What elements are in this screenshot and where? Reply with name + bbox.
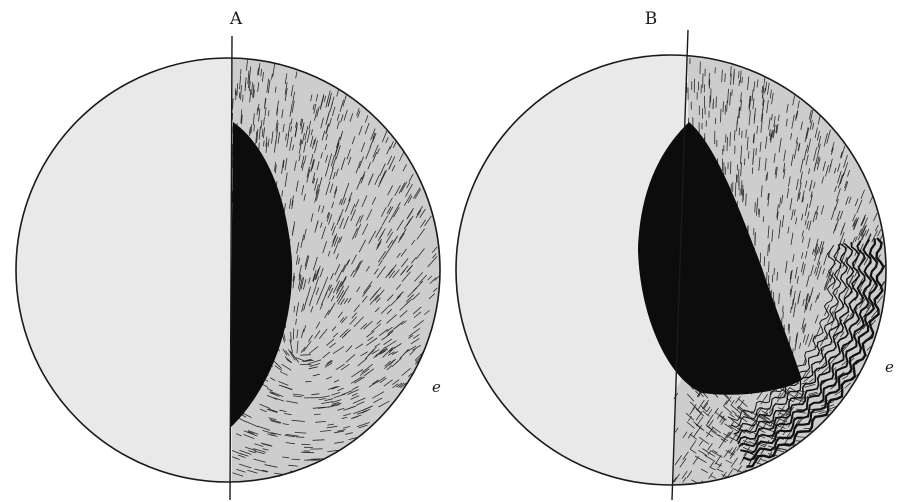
- panel-b-edge-label: e: [885, 358, 894, 376]
- hatch-stroke: [725, 105, 726, 114]
- hatch-stroke: [314, 414, 320, 415]
- hatch-stroke: [759, 210, 760, 218]
- hatch-stroke: [737, 117, 738, 125]
- hatch-stroke: [254, 125, 255, 131]
- hatch-stroke: [769, 262, 770, 272]
- hatch-stroke: [739, 81, 740, 86]
- hatch-stroke: [725, 74, 726, 82]
- panel-b-label: B: [645, 9, 658, 29]
- hatch-stroke: [730, 132, 731, 145]
- hatch-stroke: [249, 129, 250, 136]
- hatch-stroke: [755, 202, 756, 212]
- hatch-stroke: [788, 324, 789, 330]
- panel-a-edge-label: e: [432, 378, 441, 396]
- hatch-stroke: [727, 101, 728, 111]
- hatch-stroke: [301, 355, 311, 356]
- hatch-stroke: [746, 194, 747, 206]
- hatch-stroke: [291, 332, 292, 342]
- hatch-stroke: [742, 77, 743, 83]
- panel-a: A e: [16, 9, 462, 500]
- hatch-stroke: [236, 91, 237, 100]
- hatch-stroke: [727, 137, 728, 151]
- hatch-stroke: [723, 102, 724, 112]
- hatch-stroke: [313, 440, 324, 441]
- hatch-stroke: [293, 329, 294, 339]
- panel-a-label: A: [229, 9, 243, 29]
- hatch-stroke: [721, 109, 722, 122]
- hatch-stroke: [741, 181, 742, 195]
- panel-b: B e: [456, 9, 908, 500]
